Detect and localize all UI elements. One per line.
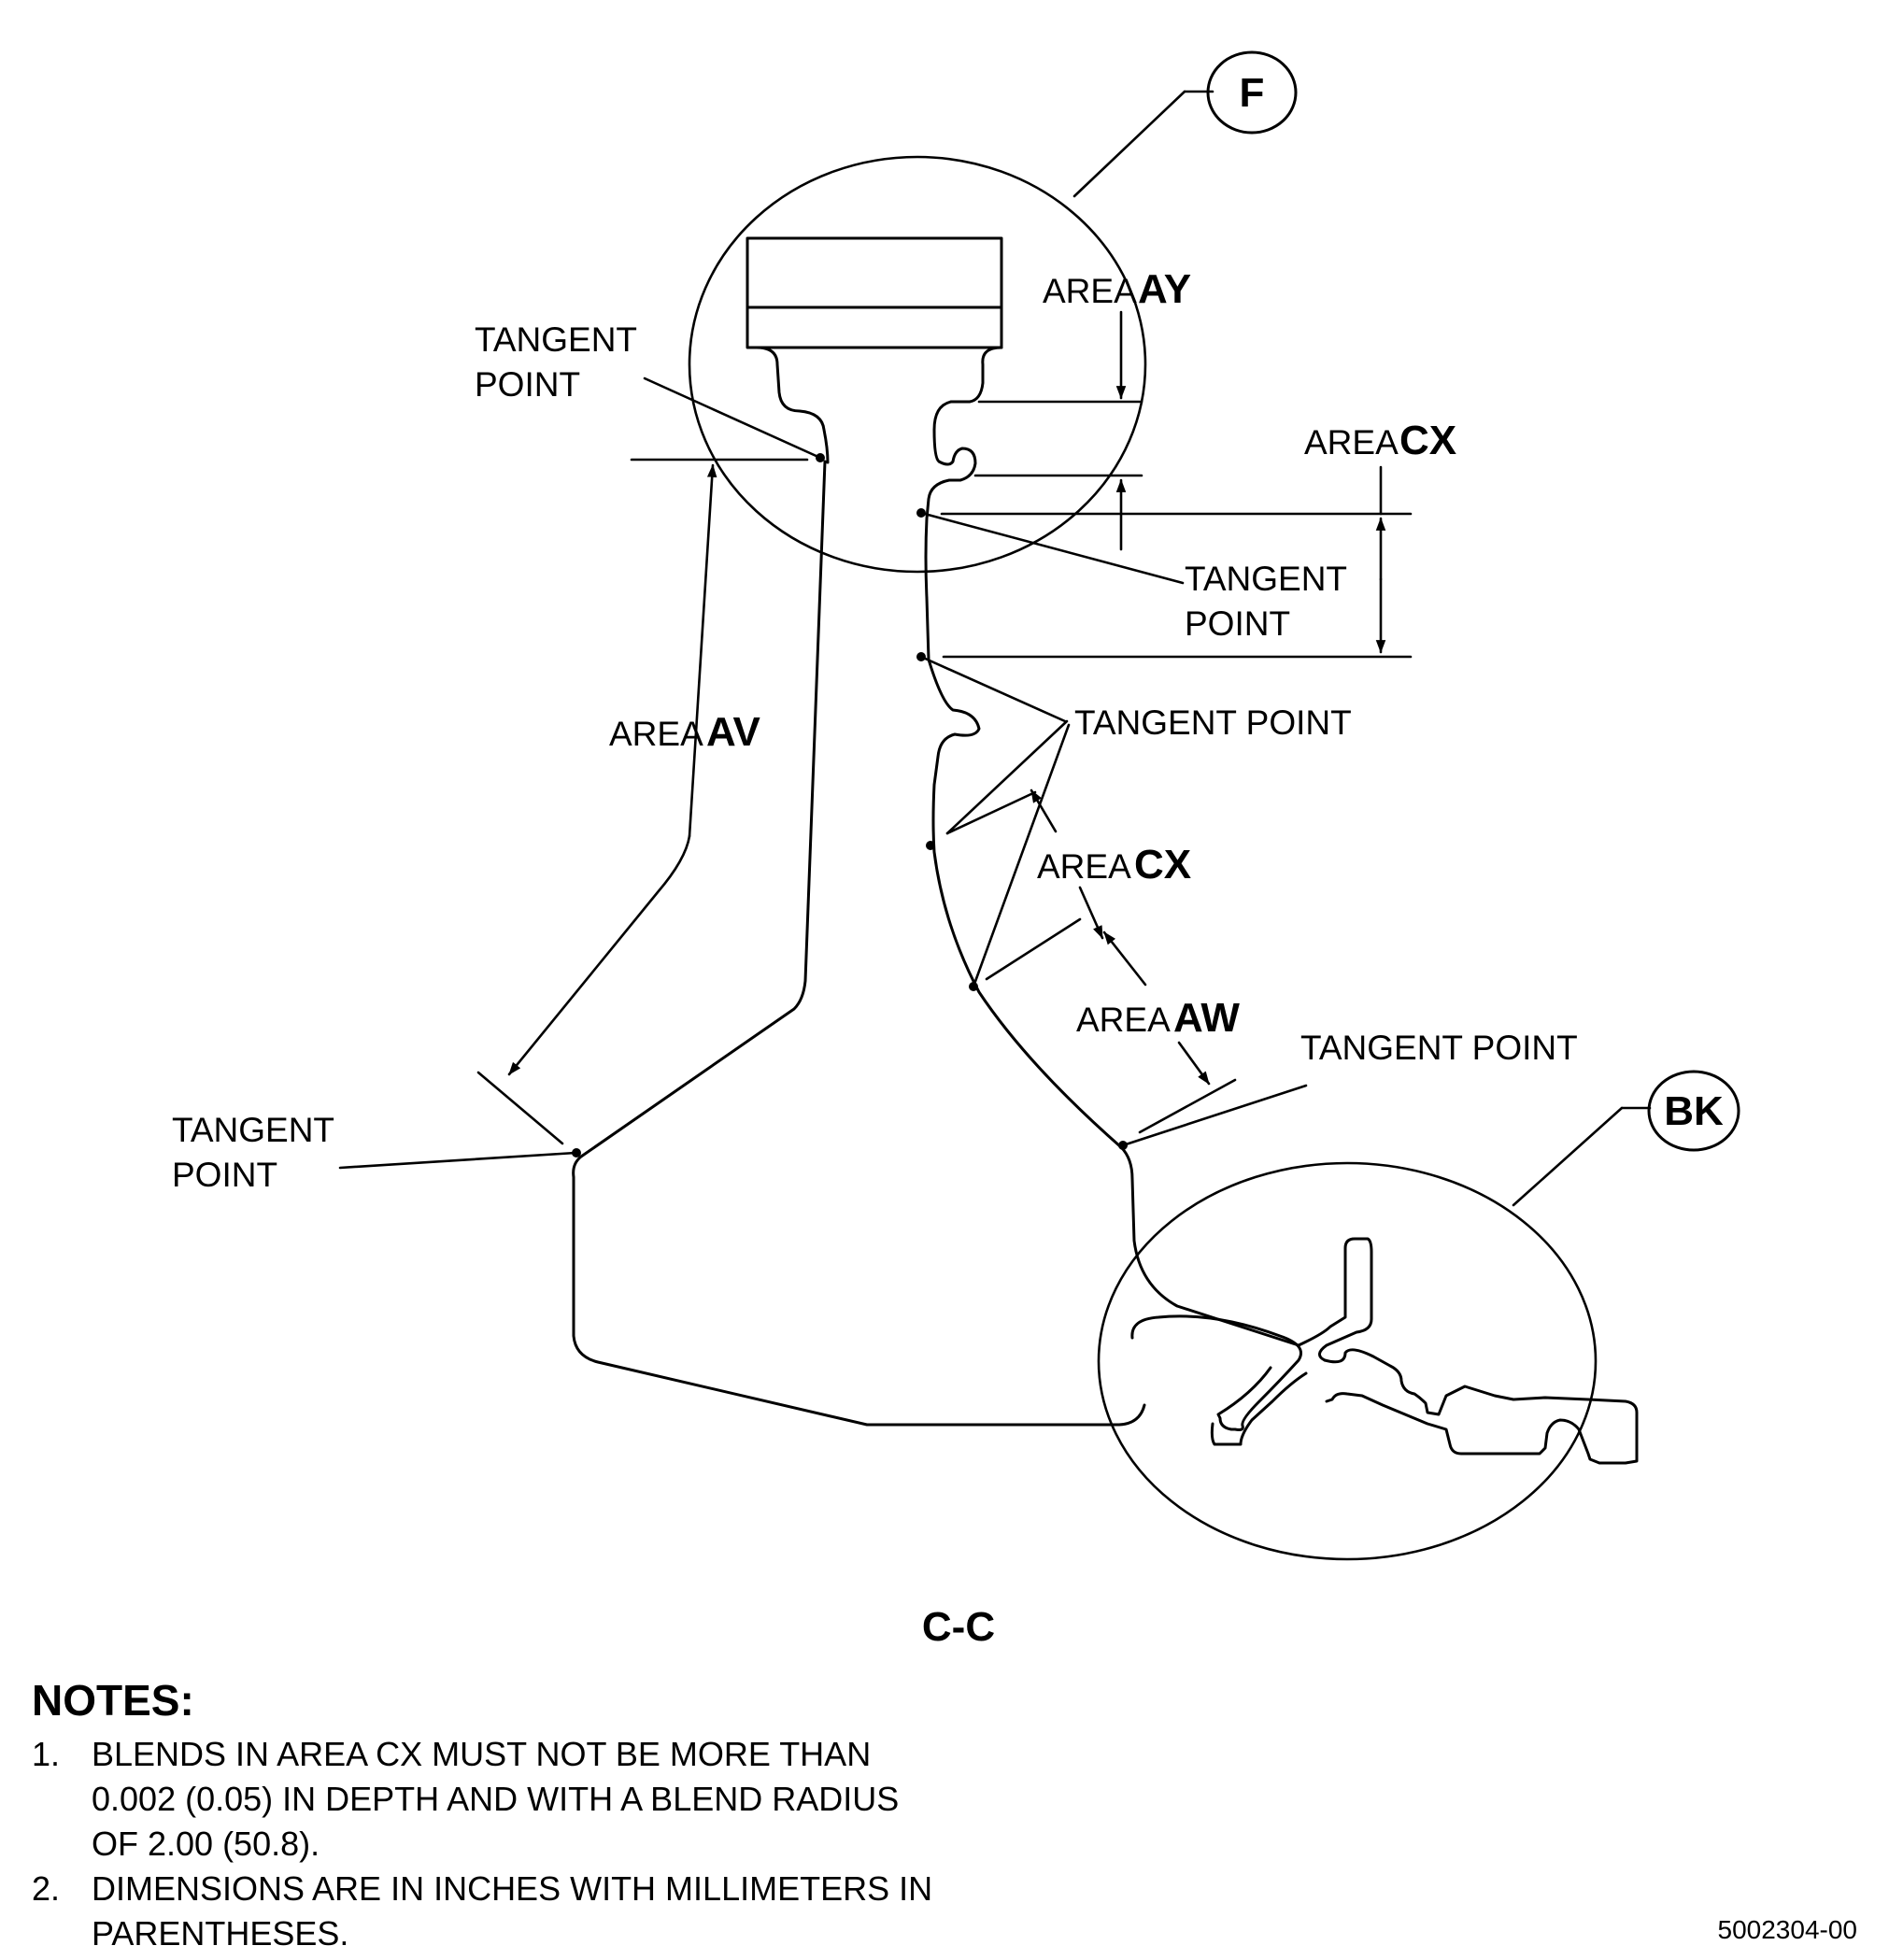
callout-circle-f <box>1206 50 1298 135</box>
leader-tp-right-3 <box>945 790 1037 835</box>
callout-f-label: F <box>1240 70 1265 116</box>
platform-block <box>746 236 1003 349</box>
leader-tp-mid-right <box>919 511 1185 585</box>
label-area-ay-code: AY <box>1138 266 1191 312</box>
label-area-aw-code: AW <box>1173 995 1240 1041</box>
bk-root-slot <box>1210 1371 1308 1446</box>
label-tp-left-line2: POINT <box>172 1156 277 1194</box>
note-number: 1. <box>32 1735 61 1773</box>
leader-f <box>1072 90 1186 198</box>
note-item: 2. DIMENSIONS ARE IN INCHES WITH MILLIME… <box>32 1867 966 1956</box>
label-tp-lower-right: TANGENT POINT <box>1300 1029 1578 1067</box>
label-tp-top-left-line2: POINT <box>475 365 580 404</box>
leader-tp-right-4 <box>972 723 1071 988</box>
leader-tp-left <box>338 1151 577 1170</box>
label-tp-right: TANGENT POINT <box>1074 703 1352 742</box>
label-tp-top-left-line1: TANGENT <box>475 320 637 359</box>
label-area-cx-top-word: AREA <box>1304 423 1399 462</box>
dim-av-line-upper <box>688 463 717 838</box>
tangent-dot-mid-right-1 <box>916 508 926 518</box>
dim-aw-arrow-2 <box>1177 1041 1211 1086</box>
callout-circle-bk <box>1647 1070 1740 1152</box>
leader-tp-right-2 <box>945 719 1069 835</box>
note-text: BLENDS IN AREA CX MUST NOT BE MORE THAN … <box>92 1735 900 1863</box>
note-text: DIMENSIONS ARE IN INCHES WITH MILLIMETER… <box>92 1869 933 1953</box>
leader-tp-right-1 <box>919 655 1067 723</box>
tangent-dot-left <box>572 1148 581 1158</box>
tangent-dot-lower-right <box>1118 1141 1128 1150</box>
note-item: 1. BLENDS IN AREA CX MUST NOT BE MORE TH… <box>32 1732 966 1867</box>
bk-arm-upper <box>1297 1237 1373 1362</box>
label-tp-mid-right-line1: TANGENT <box>1185 560 1347 598</box>
leader-tp-top-left <box>643 376 822 460</box>
leader-bk <box>1512 1106 1624 1207</box>
note-number: 2. <box>32 1869 61 1908</box>
bk-arm-right <box>1323 1348 1639 1465</box>
label-area-aw-word: AREA <box>1076 1001 1171 1039</box>
dim-cx-mid-arrow <box>1030 788 1058 833</box>
notes-title: NOTES: <box>32 1676 194 1725</box>
ext-line-av-bottom <box>476 1071 564 1145</box>
leader-tp-lower-right <box>1121 1084 1308 1147</box>
tangent-dot-top-left <box>816 453 825 462</box>
label-area-cx-mid-code: CX <box>1134 842 1191 888</box>
label-area-cx-mid-word: AREA <box>1037 847 1131 886</box>
detail-circle-bk <box>1097 1161 1598 1561</box>
callout-bk-label: BK <box>1664 1088 1724 1134</box>
figure-id: 5002304-00 <box>1717 1915 1857 1944</box>
part-outline-left <box>572 346 1146 1427</box>
dim-av-line <box>507 834 691 1076</box>
tangent-dot-right-1 <box>926 841 935 850</box>
dim-cx-mid-line <box>985 917 1082 981</box>
bk-inner-shape <box>1130 1314 1302 1431</box>
tangent-dot-right-2 <box>969 982 978 991</box>
notes-block: NOTES: 1. BLENDS IN AREA CX MUST NOT BE … <box>32 1674 966 1956</box>
label-area-av-word: AREA <box>609 715 703 753</box>
label-area-cx-top-code: CX <box>1399 418 1456 463</box>
dim-aw-ext <box>1138 1078 1237 1134</box>
dim-aw-arrow-1 <box>1102 930 1147 987</box>
label-tp-left-line1: TANGENT <box>172 1111 334 1149</box>
label-area-av-code: AV <box>706 709 761 755</box>
part-outline-right <box>924 346 1300 1347</box>
section-label: C-C <box>922 1604 995 1650</box>
detail-circle-f <box>688 155 1147 574</box>
label-area-ay-word: AREA <box>1043 272 1137 310</box>
label-tp-mid-right-line2: POINT <box>1185 604 1290 643</box>
dim-cx-mid-arrow-2 <box>1078 886 1104 940</box>
